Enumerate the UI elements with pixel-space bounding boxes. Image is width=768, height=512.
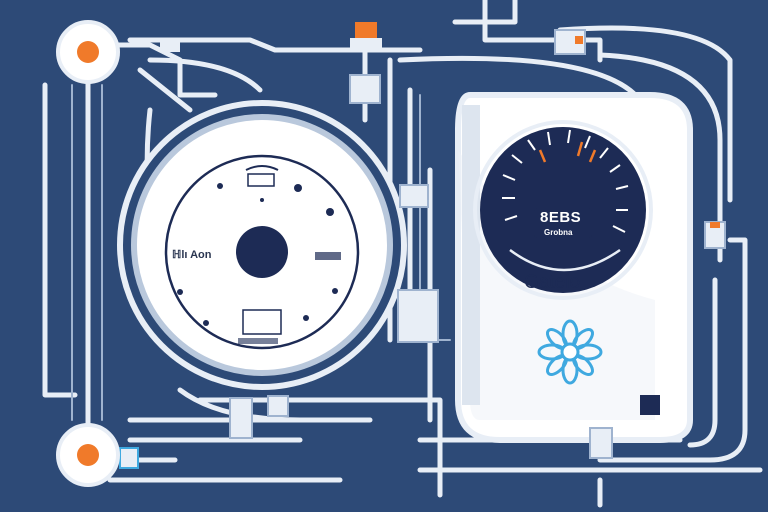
bottom-coupling	[229, 397, 253, 439]
right-gauge-rim	[473, 120, 653, 300]
top-coupling	[349, 74, 381, 104]
center-coupling	[399, 184, 429, 208]
right-gauge-reading-top: 8EBS	[540, 209, 582, 226]
orange-valve-icon	[77, 41, 99, 63]
left-gauge-arc	[245, 165, 279, 171]
top-left-coupling	[160, 40, 180, 52]
left-gauge	[117, 100, 407, 390]
right-gauge-ticks	[502, 129, 629, 233]
left-gauge-bottom-box	[242, 309, 282, 335]
orange-valve-icon	[77, 444, 99, 466]
top-right-indicator	[575, 36, 583, 44]
left-gauge-bottom-strip	[238, 338, 278, 344]
right-gauge-readout	[534, 208, 592, 238]
left-gauge-right-label-bar	[315, 252, 341, 260]
boiler-corner-block	[640, 395, 660, 415]
bottom-coupling-2	[267, 395, 289, 417]
center-manifold	[397, 289, 439, 343]
boiler-unit	[455, 92, 693, 443]
bottom-left-valve	[56, 423, 120, 487]
flower-icon	[537, 319, 603, 385]
bottom-left-coupling	[119, 447, 139, 469]
left-gauge-hub	[236, 226, 288, 278]
left-gauge-top-label-box	[247, 173, 275, 187]
left-gauge-left-label: ℍlı Aon	[172, 249, 212, 261]
top-left-valve	[56, 20, 120, 84]
fittings	[119, 22, 726, 469]
top-center-valve-body	[350, 38, 382, 48]
bottom-right-coupling	[589, 427, 613, 459]
right-indicator	[710, 222, 720, 228]
boiler-side-panel	[462, 105, 480, 405]
top-center-valve-cap	[355, 22, 377, 40]
right-gauge-red-ticks	[538, 141, 597, 163]
left-gauge-dots	[177, 183, 338, 326]
right-gauge-reading-bottom: Grobna	[544, 228, 573, 237]
right-gauge-arc	[509, 248, 621, 272]
brand-text: Gateio	[524, 272, 580, 293]
